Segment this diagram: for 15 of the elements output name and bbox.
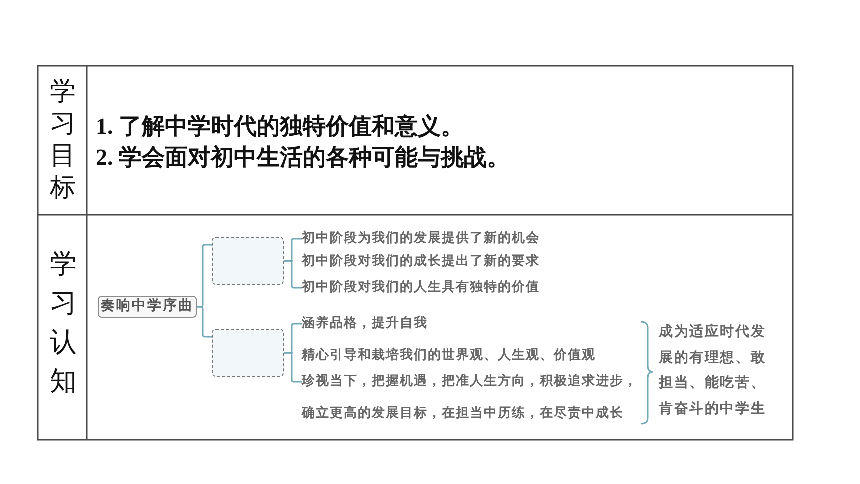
branch-text: 初中阶段对我们的成长提出了新的要求: [293, 254, 540, 270]
connector-line: [197, 306, 212, 338]
row-header: 学习认知: [49, 248, 78, 398]
topic-box: 奏响中学序曲: [98, 296, 197, 318]
branch-text: 初中阶段对我们的人生具有独特的价值: [302, 280, 540, 296]
branch-text: 珍视当下，把握机遇，把准人生方向，积极追求进步，确立更高的发展目标，在担当中历练，在尽责中成长: [302, 366, 640, 430]
row-header: 学习目标: [48, 76, 77, 204]
conclusion-text: 成为适应时代发展的有理想、敢担当、能吃苦、肯奋斗的中学生: [659, 320, 771, 423]
branch-text: 初中阶段为我们的发展提供了新的机会: [302, 231, 540, 247]
objective-text: 2. 学会面对初中生活的各种可能与挑战。: [96, 144, 510, 172]
answer-box: [212, 237, 284, 285]
answer-box: [212, 329, 284, 377]
branch-text: 精心引导和栽培我们的世界观、人生观、价值观: [293, 348, 596, 364]
objective-text: 1. 了解中学时代的独特价值和意义。: [96, 113, 464, 141]
branch-text: 涵养品格，提升自我: [302, 316, 428, 332]
